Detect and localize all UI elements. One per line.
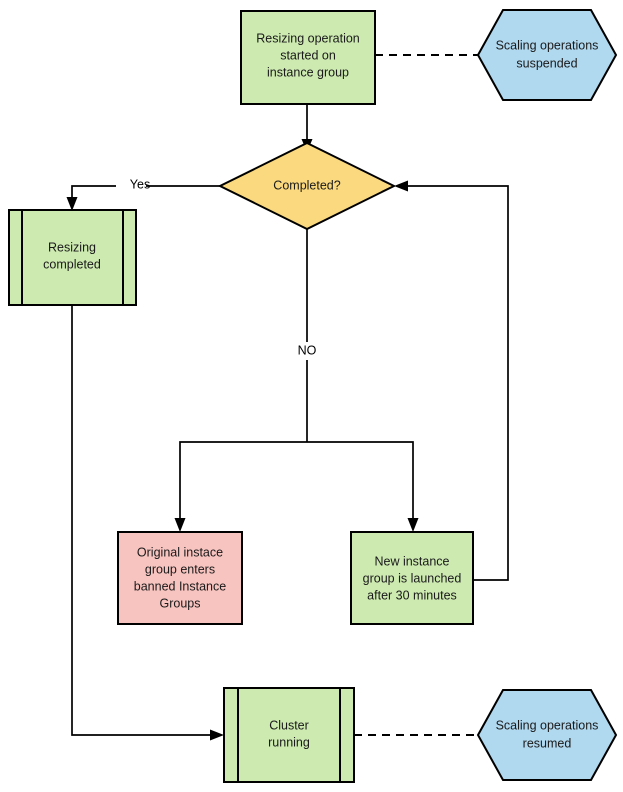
node-original-group-banned-body[interactable]	[117, 531, 243, 625]
node-cluster-running[interactable]: Cluster running	[223, 687, 355, 783]
node-new-group-launched-line-1: New instance	[374, 554, 449, 568]
node-scaling-resumed[interactable]: Scaling operations resumed	[476, 689, 618, 781]
node-new-group-launched-line-2: group is launched	[363, 571, 462, 585]
node-resizing-completed[interactable]: Resizing completed	[8, 209, 137, 306]
node-cluster-running-line-1: Cluster	[269, 718, 309, 732]
edge-decision-no: NO	[288, 229, 326, 442]
node-resizing-started-line-2: started on	[280, 48, 336, 62]
node-completed-decision[interactable]: Completed?	[217, 141, 397, 231]
node-scaling-resumed-body[interactable]	[476, 689, 618, 781]
node-original-group-banned[interactable]: Original instace group enters banned Ins…	[117, 531, 243, 625]
node-resizing-started[interactable]: Resizing operation started on instance g…	[240, 10, 376, 105]
node-new-group-launched-line-3: after 30 minutes	[367, 588, 457, 602]
node-original-group-banned-line-4: Groups	[160, 596, 201, 610]
node-resizing-completed-body[interactable]	[8, 209, 137, 306]
node-completed-decision-label: Completed?	[273, 178, 340, 192]
node-scaling-resumed-line-1: Scaling operations	[496, 718, 599, 732]
node-completed-decision-body[interactable]	[217, 141, 397, 231]
node-new-group-launched-body[interactable]	[350, 531, 474, 625]
edge-label-no: NO	[298, 343, 317, 357]
node-scaling-suspended-body[interactable]	[476, 9, 618, 101]
node-original-group-banned-line-2: group enters	[145, 562, 215, 576]
edge-decision-yes: Yes	[66, 176, 224, 211]
node-resizing-started-body[interactable]	[240, 10, 376, 105]
edge-resizing-completed-to-cluster	[71, 305, 224, 741]
node-resizing-completed-line-1: Resizing	[48, 240, 96, 254]
node-resizing-started-line-1: Resizing operation	[256, 31, 360, 45]
node-original-group-banned-line-3: banned Instance	[134, 579, 226, 593]
node-cluster-running-line-2: running	[268, 735, 310, 749]
node-scaling-suspended-line-1: Scaling operations	[496, 38, 599, 52]
node-resizing-completed-line-2: completed	[43, 257, 101, 271]
node-cluster-running-body[interactable]	[223, 687, 355, 783]
node-original-group-banned-line-1: Original instace	[137, 545, 223, 559]
node-scaling-suspended[interactable]: Scaling operations suspended	[476, 9, 618, 101]
yes-label-backdrop	[116, 176, 146, 193]
no-label-backdrop	[288, 342, 326, 360]
node-scaling-resumed-line-2: resumed	[523, 736, 572, 750]
edge-label-yes: Yes	[130, 177, 150, 191]
edge-no-to-new-group	[307, 441, 419, 532]
edge-no-to-original-group	[174, 441, 307, 532]
edge-new-group-loop-to-decision	[394, 180, 509, 581]
node-scaling-suspended-line-2: suspended	[516, 56, 577, 70]
node-new-group-launched[interactable]: New instance group is launched after 30 …	[350, 531, 474, 625]
node-resizing-started-line-3: instance group	[267, 65, 349, 79]
